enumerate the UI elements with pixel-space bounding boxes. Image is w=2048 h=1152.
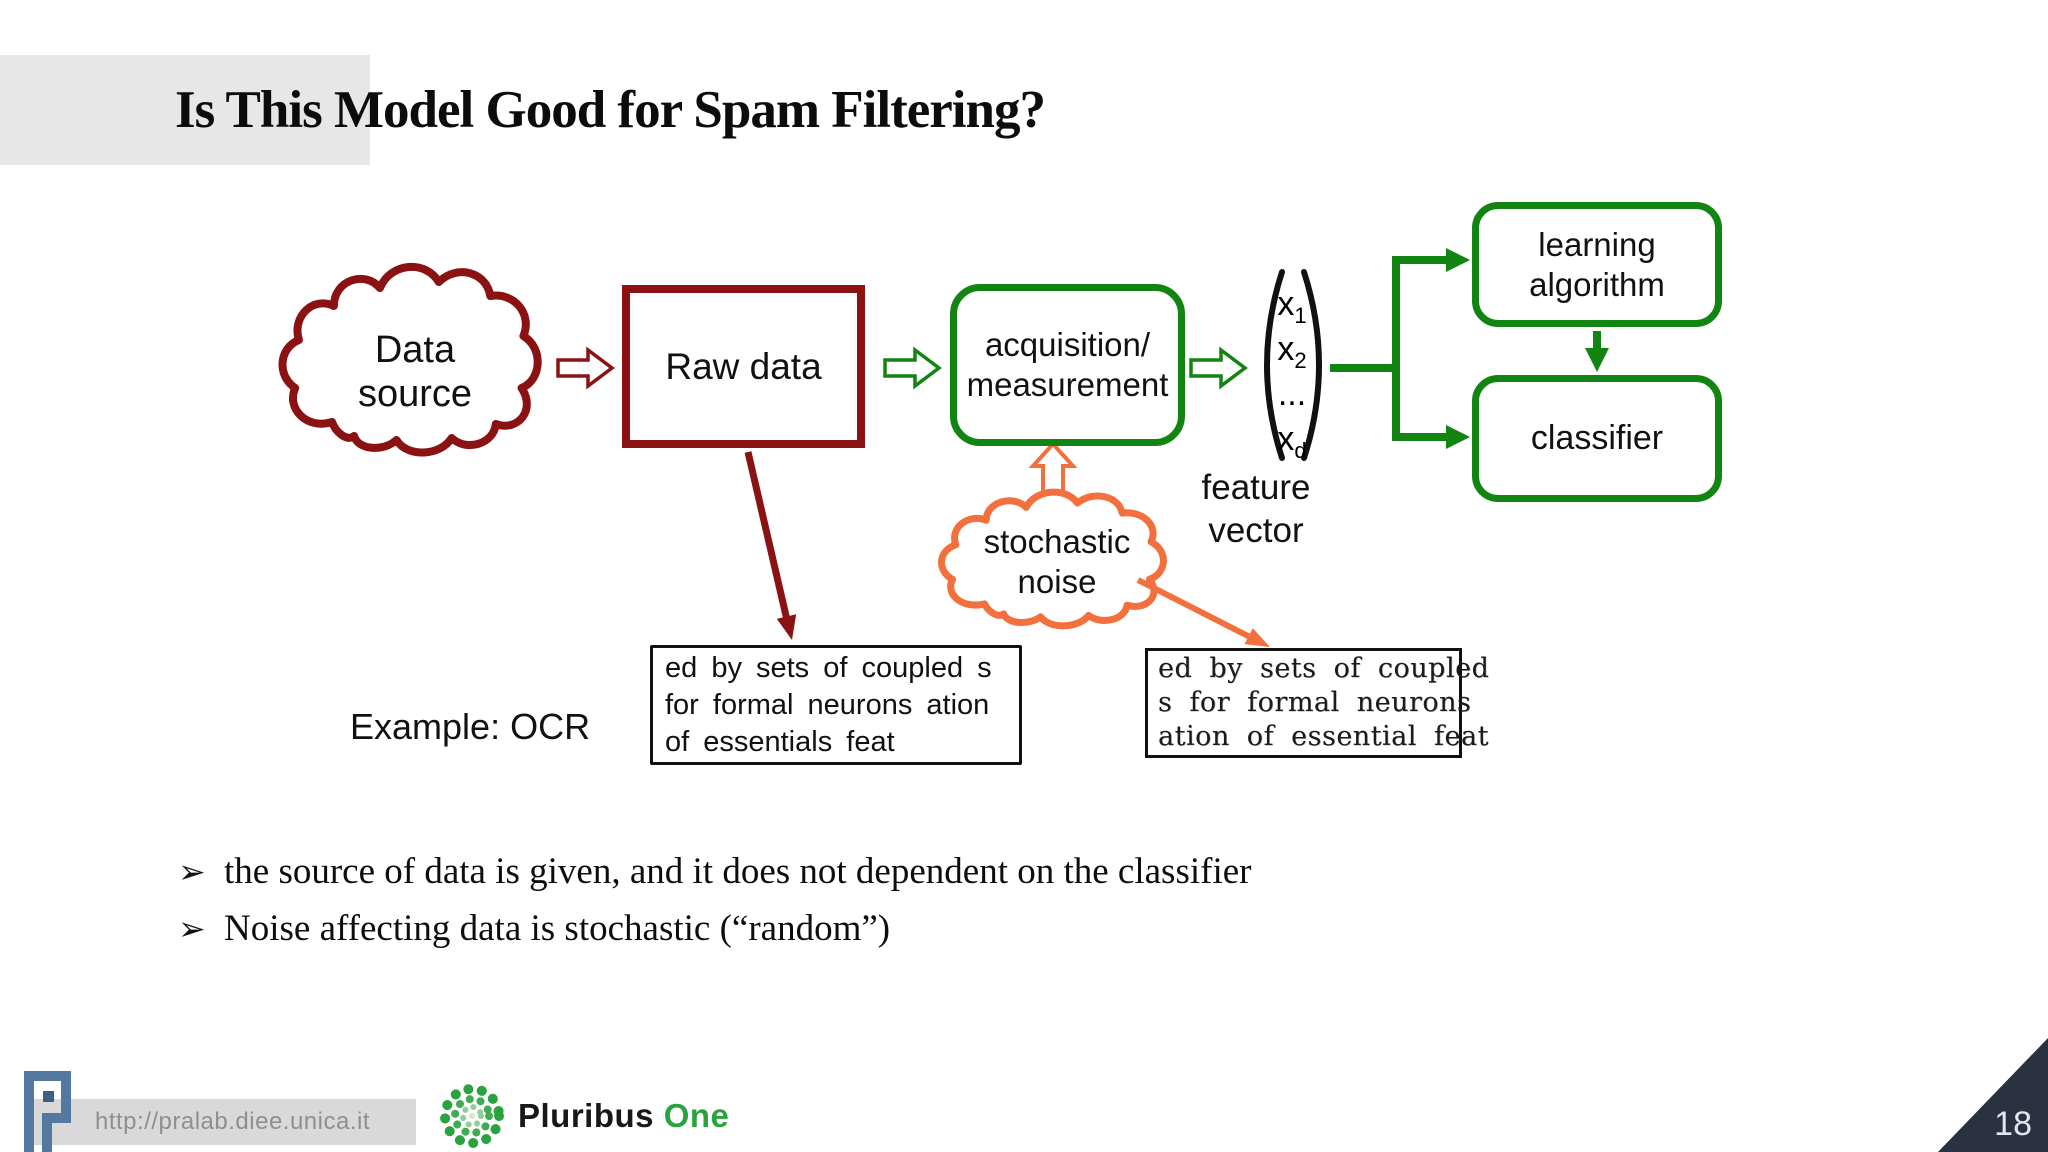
ocr-sample-noisy-box: ed by sets of coupled s for formal neuro… xyxy=(1145,648,1489,758)
vector-left-bracket xyxy=(1264,269,1285,461)
noise-to-ocr-arrowhead-icon xyxy=(1244,628,1270,647)
flow-arrow-acquisition-to-vector-icon xyxy=(1189,346,1248,390)
pluribus-dots-ring-inner xyxy=(460,1104,484,1128)
pluribus-dots-ring-outer xyxy=(440,1084,504,1148)
vector-item: ... xyxy=(1277,375,1307,413)
pralab-logo-dot xyxy=(43,1091,54,1102)
vector-right-bracket xyxy=(1301,269,1322,461)
stochastic-noise-label: stochastic noise xyxy=(983,523,1131,600)
rawdata-to-ocr-line xyxy=(744,451,791,621)
acquisition-measurement-box: acquisition/ measurement xyxy=(950,284,1185,446)
bullet-text: Noise affecting data is stochastic (“ran… xyxy=(224,908,891,949)
feature-vector-items: x1 x2 ... xd xyxy=(1260,282,1324,463)
pluribus-dots-center xyxy=(469,1113,475,1119)
footer-url-bar xyxy=(28,1099,416,1145)
pralab-logo-glyph xyxy=(24,1071,71,1152)
feature-vector-label: feature vector xyxy=(1201,468,1311,550)
learning-to-classifier-arrowhead-icon xyxy=(1585,348,1609,372)
raw-data-label: Raw data xyxy=(665,345,822,387)
raw-data-box: Raw data xyxy=(622,285,865,448)
noise-to-ocr-line xyxy=(1136,577,1252,640)
title-highlight-band xyxy=(0,55,370,165)
vector-branch-connector xyxy=(1330,256,1450,441)
learning-algorithm-box: learning algorithm xyxy=(1472,202,1722,327)
arrow-bullet-icon: ➢ xyxy=(178,910,206,947)
bullet-item: ➢ the source of data is given, and it do… xyxy=(178,850,1251,893)
pralab-logo xyxy=(24,1071,71,1152)
bullet-text: the source of data is given, and it does… xyxy=(224,851,1252,892)
ocr-sample-clean-box: ed by sets of coupled s for formal neuro… xyxy=(650,645,1022,765)
arrowhead-to-learning-icon xyxy=(1446,248,1470,272)
flow-arrow-source-to-rawdata-icon xyxy=(556,346,615,390)
stochastic-noise-cloud-shape xyxy=(942,492,1164,626)
pluribus-one-logo-icon xyxy=(440,1084,504,1148)
page-number: 18 xyxy=(1994,1105,2032,1143)
bullet-item: ➢ Noise affecting data is stochastic (“r… xyxy=(178,907,1251,950)
footer-url: http://pralab.diee.unica.it xyxy=(95,1108,371,1135)
arrow-bullet-icon: ➢ xyxy=(178,853,206,890)
pluribus-brand-accent: One xyxy=(663,1097,730,1134)
page-title: Is This Model Good for Spam Filtering? xyxy=(175,81,1046,139)
pluribus-brand: Pluribus xyxy=(518,1097,655,1134)
flow-arrow-rawdata-to-acquisition-icon xyxy=(883,346,942,390)
data-source-label: Data source xyxy=(357,329,473,415)
data-source-cloud-shape xyxy=(283,267,538,453)
vector-item: x1 xyxy=(1277,285,1307,328)
page-number-triangle xyxy=(1938,1038,2048,1152)
example-ocr-label: Example: OCR xyxy=(350,706,591,747)
vector-item: xd xyxy=(1277,420,1307,463)
bullet-list: ➢ the source of data is given, and it do… xyxy=(178,850,1251,964)
vector-item: x2 xyxy=(1277,330,1307,373)
classifier-label: classifier xyxy=(1530,419,1664,457)
arrowhead-to-classifier-icon xyxy=(1446,425,1470,449)
pluribus-one-wordmark: Pluribus One xyxy=(518,1092,729,1140)
pluribus-dots-ring-middle xyxy=(451,1095,493,1137)
classifier-box: classifier xyxy=(1472,375,1722,502)
rawdata-to-ocr-arrowhead-icon xyxy=(776,614,797,640)
